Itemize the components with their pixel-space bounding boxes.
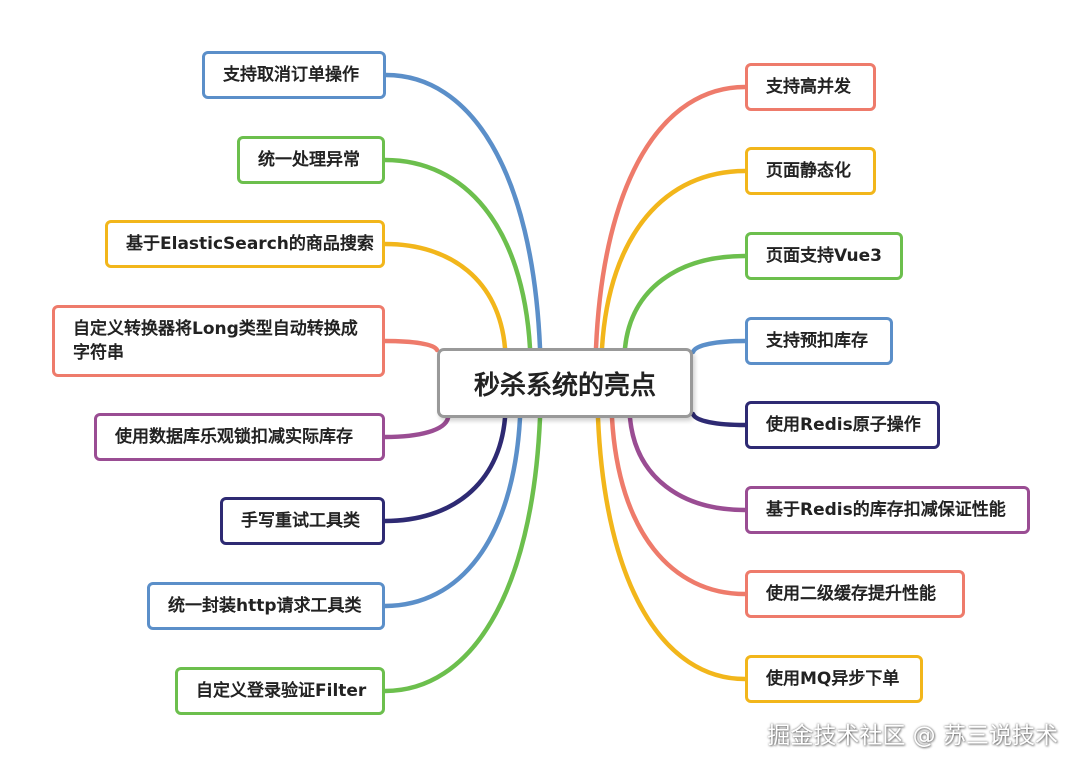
left-node-cancel-order[interactable]: 支持取消订单操作 <box>202 51 386 99</box>
branch-line-left-3 <box>382 338 440 353</box>
right-node-static-pages[interactable]: 页面静态化 <box>745 147 876 195</box>
left-node-elasticsearch-search[interactable]: 基于ElasticSearch的商品搜索 <box>105 220 385 268</box>
branch-line-left-1 <box>382 157 533 351</box>
branch-line-right-0 <box>593 84 748 351</box>
branch-line-right-2 <box>622 253 748 351</box>
watermark: 掘金技术社区 @ 苏三说技术 <box>767 723 1058 749</box>
node-label: 手写重试工具类 <box>241 511 360 531</box>
branch-line-right-7 <box>595 415 748 682</box>
branch-line-left-6 <box>382 415 523 609</box>
right-node-high-concurrency[interactable]: 支持高并发 <box>745 63 876 111</box>
right-node-redis-stock[interactable]: 基于Redis的库存扣减保证性能 <box>745 486 1030 534</box>
branch-line-left-2 <box>382 241 508 351</box>
node-label: 使用Redis原子操作 <box>766 415 921 435</box>
node-label: 自定义转换器将Long类型自动转换成字符串 <box>73 319 358 363</box>
node-label: 使用二级缓存提升性能 <box>766 584 936 604</box>
left-node-long-converter[interactable]: 自定义转换器将Long类型自动转换成字符串 <box>52 305 385 377</box>
node-label: 自定义登录验证Filter <box>196 681 367 701</box>
left-node-exception-handling[interactable]: 统一处理异常 <box>237 136 385 184</box>
left-node-login-filter[interactable]: 自定义登录验证Filter <box>175 667 385 715</box>
node-label: 使用MQ异步下单 <box>766 669 900 689</box>
node-label: 支持取消订单操作 <box>223 65 359 85</box>
node-label: 页面静态化 <box>766 161 851 181</box>
node-label: 基于Redis的库存扣减保证性能 <box>766 500 1006 520</box>
left-node-optimistic-lock[interactable]: 使用数据库乐观锁扣减实际库存 <box>94 413 385 461</box>
branch-line-right-6 <box>609 415 748 597</box>
right-node-two-level-cache[interactable]: 使用二级缓存提升性能 <box>745 570 965 618</box>
right-node-mq-async-order[interactable]: 使用MQ异步下单 <box>745 655 923 703</box>
right-node-pre-deduct-stock[interactable]: 支持预扣库存 <box>745 317 893 365</box>
right-node-vue3[interactable]: 页面支持Vue3 <box>745 232 903 280</box>
branch-line-left-7 <box>382 415 543 694</box>
node-label: 统一封装http请求工具类 <box>168 596 362 616</box>
branch-line-right-5 <box>627 415 748 513</box>
left-node-retry-util[interactable]: 手写重试工具类 <box>220 497 385 545</box>
node-label: 基于ElasticSearch的商品搜索 <box>126 234 374 254</box>
node-label: 使用数据库乐观锁扣减实际库存 <box>115 427 353 447</box>
node-label: 统一处理异常 <box>258 150 360 170</box>
branch-line-right-3 <box>690 338 748 355</box>
branch-line-left-4 <box>382 415 451 440</box>
center-topic-label: 秒杀系统的亮点 <box>473 370 656 401</box>
branch-line-left-5 <box>382 415 508 524</box>
right-node-redis-atomic[interactable]: 使用Redis原子操作 <box>745 401 940 449</box>
branch-line-left-0 <box>383 72 543 351</box>
center-topic[interactable]: 秒杀系统的亮点 <box>437 348 693 418</box>
node-label: 支持预扣库存 <box>766 331 868 351</box>
branch-line-right-1 <box>599 168 748 351</box>
node-label: 支持高并发 <box>766 77 851 97</box>
branch-line-right-4 <box>690 411 748 428</box>
node-label: 页面支持Vue3 <box>766 246 883 266</box>
left-node-http-util[interactable]: 统一封装http请求工具类 <box>147 582 385 630</box>
